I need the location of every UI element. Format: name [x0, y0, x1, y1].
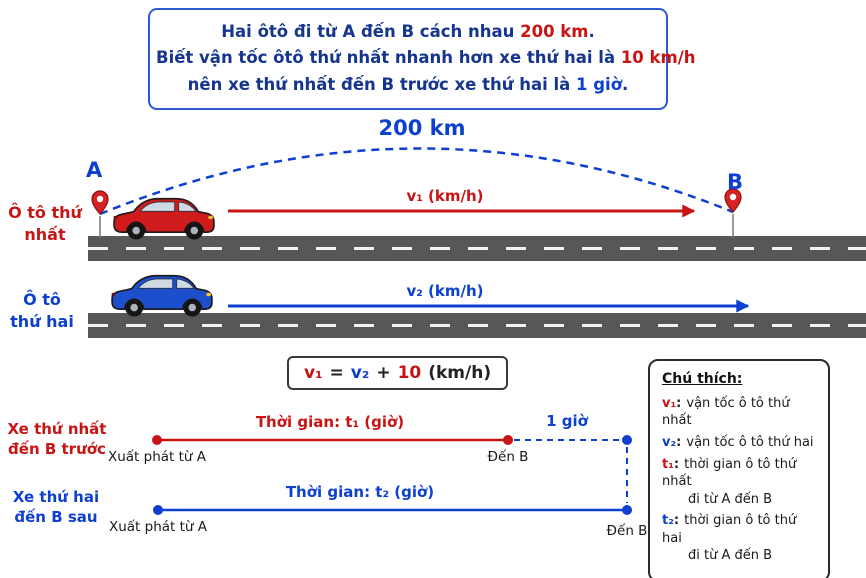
problem-line3-text: nên xe thứ nhất đến B trước xe thứ hai l…: [187, 74, 577, 94]
legend-term-t2: t₂: [662, 513, 674, 529]
equation-v1: v₁: [304, 363, 323, 383]
first-car-label-line1: Ô tô thứ: [8, 203, 82, 222]
speed-equation-box: v₁ = v₂ + 10 (km/h): [287, 356, 509, 390]
blue-car-icon: [111, 274, 213, 317]
second-car-label-line1: Ô tô: [23, 290, 61, 309]
problem-line1-highlight: 200 km: [520, 22, 589, 41]
timeline-first-end-label: Đến B: [487, 449, 529, 465]
problem-line2-highlight: 10 km/h: [620, 48, 696, 68]
legend-separator: :: [673, 456, 680, 472]
problem-line-3: nên xe thứ nhất đến B trước xe thứ hai l…: [156, 72, 660, 98]
timeline-second-side-line1: Xe thứ hai: [12, 488, 100, 506]
distance-label: 200 km: [378, 116, 466, 140]
timeline-second-line: [153, 505, 632, 515]
legend-item-t1: t₁:thời gian ô tô thứ nhất đi từ A đến B: [662, 456, 816, 509]
problem-line-1: Hai ôtô đi từ A đến B cách nhau 200 km.: [156, 19, 660, 45]
first-car-label: Ô tô thứ nhất: [2, 202, 88, 245]
problem-line1-end: .: [588, 22, 595, 41]
legend-term-t1: t₁: [662, 456, 674, 472]
point-b-label: B: [727, 170, 744, 194]
one-hour-gap-connector: [514, 435, 632, 503]
equation-equals: =: [329, 363, 344, 383]
problem-statement-box: Hai ôtô đi từ A đến B cách nhau 200 km. …: [148, 8, 695, 111]
legend-box: Chú thích: v₁:vận tốc ô tô thứ nhất v₂:v…: [648, 359, 830, 578]
point-a-label: A: [86, 158, 103, 182]
legend-desc-t1: thời gian ô tô thứ nhất: [662, 456, 797, 490]
legend-separator: :: [676, 434, 682, 450]
legend-desc-t2: thời gian ô tô thứ hai: [662, 513, 797, 546]
equation-v2: v₂: [350, 363, 370, 383]
equation-unit: (km/h): [428, 363, 492, 383]
legend-desc2-t1: đi từ A đến B: [688, 491, 773, 507]
problem-line-2: Biết vận tốc ôtô thứ nhất nhanh hơn xe t…: [156, 45, 695, 71]
equation-plus: +: [376, 363, 391, 383]
v2-speed-label: v₂ (km/h): [406, 282, 484, 300]
problem-line3-end: .: [622, 74, 629, 94]
legend-term-v1: v₁: [662, 395, 677, 411]
legend-item-v1: v₁:vận tốc ô tô thứ nhất: [662, 395, 816, 430]
equation-number: 10: [397, 363, 422, 383]
timeline-first-side-line2: đến B trước: [8, 440, 106, 459]
location-pin-a: [91, 190, 109, 215]
legend-desc2-t2: đi từ A đến B: [688, 548, 773, 564]
legend-separator: :: [673, 513, 680, 529]
one-hour-gap-label: 1 giờ: [546, 412, 588, 430]
timeline-second-duration-label: Thời gian: t₂ (giờ): [285, 483, 435, 501]
legend-desc-v2: vận tốc ô tô thứ hai: [686, 434, 814, 450]
legend-title: Chú thích:: [662, 371, 743, 387]
timeline-second-start-label: Xuất phát từ A: [108, 519, 208, 535]
first-car-label-line2: nhất: [24, 224, 66, 244]
timeline-first-start-label: Xuất phát từ A: [107, 449, 207, 465]
legend-separator: :: [676, 395, 682, 411]
v1-speed-label: v₁ (km/h): [406, 187, 484, 205]
timeline-second-end-label: Đến B: [606, 523, 648, 539]
timeline-second-side-line2: đến B sau: [14, 508, 98, 527]
timeline-second-side-label: Xe thứ hai đến B sau: [6, 487, 106, 528]
problem-line1-text: Hai ôtô đi từ A đến B cách nhau: [221, 22, 521, 41]
timeline-first-duration-label: Thời gian: t₁ (giờ): [255, 413, 405, 431]
location-pin-b: [724, 188, 742, 213]
problem-line2-text: Biết vận tốc ôtô thứ nhất nhanh hơn xe t…: [156, 48, 621, 68]
legend-item-v2: v₂:vận tốc ô tô thứ hai: [662, 434, 816, 452]
second-car-label-line2: thứ hai: [10, 311, 74, 331]
timeline-first-side-label: Xe thứ nhất đến B trước: [4, 419, 110, 460]
legend-item-t2: t₂:thời gian ô tô thứ hai đi từ A đến B: [662, 512, 816, 565]
legend-desc-v1: vận tốc ô tô thứ nhất: [662, 395, 790, 429]
red-car-icon: [113, 197, 215, 240]
timeline-first-side-line1: Xe thứ nhất: [7, 420, 107, 438]
road-second-car: [88, 313, 866, 338]
road-first-car: [88, 236, 866, 261]
timeline-first-line: [152, 435, 513, 445]
legend-term-v2: v₂: [662, 434, 677, 450]
second-car-label: Ô tô thứ hai: [2, 289, 82, 332]
problem-line3-highlight: 1 giờ: [576, 74, 623, 94]
